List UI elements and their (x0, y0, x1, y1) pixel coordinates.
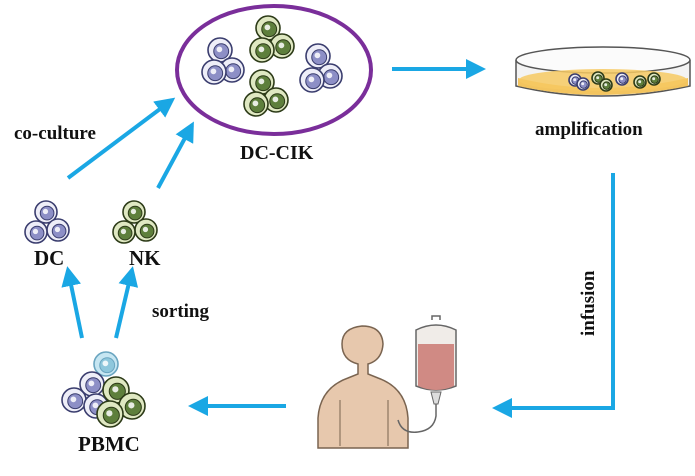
dc-cik-ellipse (175, 4, 373, 136)
petri-dish-icon (515, 46, 691, 97)
patient-body (317, 325, 409, 449)
dc-cell (24, 220, 48, 244)
dc-cell (61, 387, 87, 413)
dc-cell (34, 200, 58, 224)
dc-label: DC (34, 246, 65, 270)
nk-cell (599, 78, 613, 92)
nk-label: NK (129, 246, 161, 270)
pbmc-cell-cluster (61, 351, 146, 428)
dc-cell (305, 43, 331, 69)
dc-cell (201, 59, 227, 85)
infusion-label: infusion (578, 270, 599, 336)
co-culture-label: co-culture (14, 123, 96, 144)
arrow-nk-to-dccik (156, 121, 194, 189)
nk-cell (112, 220, 136, 244)
nk-cell (633, 75, 647, 89)
arrow-pbmc-to-nk (114, 266, 139, 339)
dc-cell-cluster (24, 200, 70, 244)
amplification-label: amplification (535, 119, 643, 140)
nk-cell (122, 200, 146, 224)
nk-cell (134, 218, 158, 242)
dc-cik-label: DC-CIK (240, 142, 314, 164)
pbmc-label: PBMC (78, 432, 140, 456)
arrow-dc-to-dccik (66, 97, 176, 180)
nk-cell (96, 400, 124, 428)
arrow-pbmc-to-dc (61, 266, 84, 339)
nk-cell (249, 37, 275, 63)
dc-cell (576, 77, 590, 91)
patient-with-iv-icon (317, 315, 457, 449)
nk-cell (249, 69, 275, 95)
dish-cells (568, 71, 661, 92)
nk-cell (647, 72, 661, 86)
dc-cell (299, 67, 325, 93)
nk-cell (243, 91, 269, 117)
dc-cell (46, 218, 70, 242)
dc-cell (219, 57, 245, 83)
dc-cell (615, 72, 629, 86)
nk-cell (263, 87, 289, 113)
iv-bag-icon (397, 315, 457, 433)
nk-cell-cluster (112, 200, 158, 244)
blue-cell (93, 351, 119, 377)
dc-cik-cell-cluster (201, 15, 343, 117)
arrows (61, 59, 615, 418)
arrow-dish-to-patient (492, 173, 615, 418)
sorting-label: sorting (152, 301, 209, 322)
